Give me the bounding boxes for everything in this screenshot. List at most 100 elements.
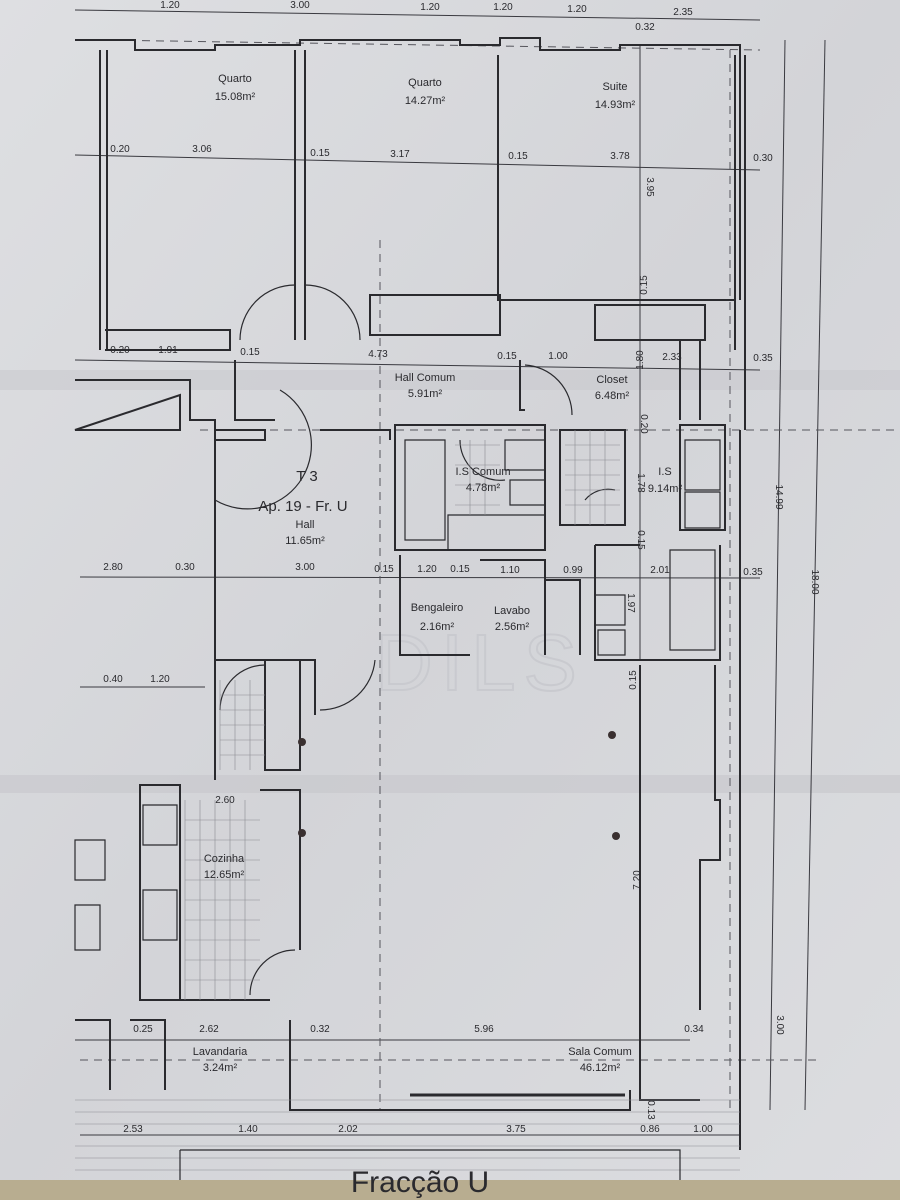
dimension-label: 3.78 <box>610 151 630 162</box>
room-area: 2.56m² <box>495 621 530 633</box>
dimension-label: 0.15 <box>374 564 394 575</box>
walls <box>74 37 746 1150</box>
dimension-label: 0.32 <box>310 1024 330 1035</box>
dimension-label: 1.91 <box>158 345 178 356</box>
room-area: 6.48m² <box>595 390 630 402</box>
dimension-label: 5.96 <box>474 1024 494 1035</box>
room-area: 14.93m² <box>595 99 636 111</box>
room-name: I.S Comum <box>455 466 510 478</box>
dimension-label: 14.99 <box>773 484 784 509</box>
room-name: Cozinha <box>204 853 245 865</box>
room-area: 15.08m² <box>215 91 256 103</box>
dimension-label: 1.20 <box>417 564 437 575</box>
dimension-label: 0.15 <box>628 670 639 690</box>
room-area: 9.14m² <box>648 483 683 495</box>
dimension-label: 0.15 <box>639 275 650 295</box>
dimension-label: 1.80 <box>635 350 646 370</box>
dimension-label: 0.35 <box>743 567 763 578</box>
dimension-label: 1.10 <box>500 565 520 576</box>
fold-shadow <box>0 775 900 793</box>
dimension-label: 3.95 <box>644 177 655 197</box>
dimension-label: 0.20 <box>638 414 649 434</box>
dimension-label: 0.99 <box>563 565 583 576</box>
room-area: 11.65m² <box>285 535 325 547</box>
dimension-label: 0.30 <box>175 562 195 573</box>
room-area: 46.12m² <box>580 1062 621 1074</box>
dimension-label: 2.53 <box>123 1124 143 1135</box>
room-area: 3.24m² <box>203 1062 238 1074</box>
room-name: Hall <box>296 519 315 531</box>
room-area: 5.91m² <box>408 388 443 400</box>
dimension-label: 3.00 <box>774 1015 785 1035</box>
dimension-label: 4.73 <box>368 349 388 360</box>
tile-grids <box>184 430 620 1000</box>
dimension-label: 0.15 <box>450 564 470 575</box>
dimension-label: 3.06 <box>192 144 212 155</box>
dimension-label: 2.80 <box>103 562 123 573</box>
dimension-label: 1.40 <box>238 1124 258 1135</box>
door-swings <box>214 284 616 996</box>
dimension-label: 0.35 <box>753 353 773 364</box>
dimension-label: 3.00 <box>295 562 315 573</box>
room-labels: Quarto 15.08m² Quarto 14.27m² Suite 14.9… <box>193 73 683 1074</box>
fold-shadow <box>0 370 900 390</box>
axis-lines <box>80 39 900 1110</box>
dimension-label: 7.20 <box>632 870 643 890</box>
footer-title: Fracção U <box>351 1166 489 1199</box>
dimension-label: 0.15 <box>497 351 517 362</box>
dimension-label: 0.86 <box>640 1124 660 1135</box>
dimension-label: 0.20 <box>110 345 130 356</box>
dimension-label: 2.02 <box>338 1124 358 1135</box>
dimension-label: 1.78 <box>635 473 646 493</box>
room-name: Hall Comum <box>395 372 456 384</box>
dimension-labels: 1.20 3.00 1.20 1.20 1.20 2.35 0.32 0.20 … <box>103 0 820 1135</box>
room-area: 14.27m² <box>405 95 446 107</box>
dimension-label: 1.20 <box>160 0 180 11</box>
room-name: I.S <box>658 466 671 478</box>
carpet <box>0 1180 900 1200</box>
room-name: Sala Comum <box>568 1046 632 1058</box>
dimension-label: 2.60 <box>215 795 235 806</box>
room-name: Lavandaria <box>193 1046 248 1058</box>
room-area: 12.65m² <box>204 869 245 881</box>
dimension-label: 2.01 <box>650 565 670 576</box>
room-area: 2.16m² <box>420 621 455 633</box>
dimension-label: 0.15 <box>310 148 330 159</box>
dimension-label: 2.35 <box>673 7 693 18</box>
dimension-lines <box>74 9 826 1136</box>
dimension-label: 1.00 <box>548 351 568 362</box>
dimension-label: 0.34 <box>684 1024 704 1035</box>
dimension-label: 2.33 <box>662 352 682 363</box>
dimension-label: 1.00 <box>693 1124 713 1135</box>
dimension-label: 3.75 <box>506 1124 526 1135</box>
unit-label: T 3 <box>296 468 317 485</box>
dimension-label: 0.40 <box>103 674 123 685</box>
room-name: Bengaleiro <box>411 602 464 614</box>
dimension-label: 0.13 <box>645 1100 656 1120</box>
unit-id: Ap. 19 - Fr. U <box>258 498 347 515</box>
dimension-label: 0.15 <box>240 347 260 358</box>
dimension-label: 0.15 <box>635 530 646 550</box>
dimension-label: 3.00 <box>290 0 310 11</box>
room-name: Lavabo <box>494 605 530 617</box>
dimension-label: 3.17 <box>390 149 410 160</box>
room-name: Closet <box>596 374 627 386</box>
dimension-label: 1.20 <box>567 4 587 15</box>
room-area: 4.78m² <box>466 482 501 494</box>
dimension-label: 0.32 <box>635 22 655 33</box>
pin-holes <box>298 731 620 840</box>
dimension-label: 18.00 <box>809 569 820 594</box>
dimension-label: 0.20 <box>110 144 130 155</box>
dimension-label: 0.30 <box>753 153 773 164</box>
balcony <box>75 1099 740 1180</box>
dimension-label: 0.15 <box>508 151 528 162</box>
dimension-label: 1.20 <box>150 674 170 685</box>
room-name: Quarto <box>218 73 252 85</box>
room-name: Suite <box>602 81 627 93</box>
dimension-label: 0.25 <box>133 1024 153 1035</box>
watermark: DILS <box>375 618 585 707</box>
dimension-label: 1.20 <box>420 2 440 13</box>
dimension-label: 1.97 <box>625 593 636 613</box>
